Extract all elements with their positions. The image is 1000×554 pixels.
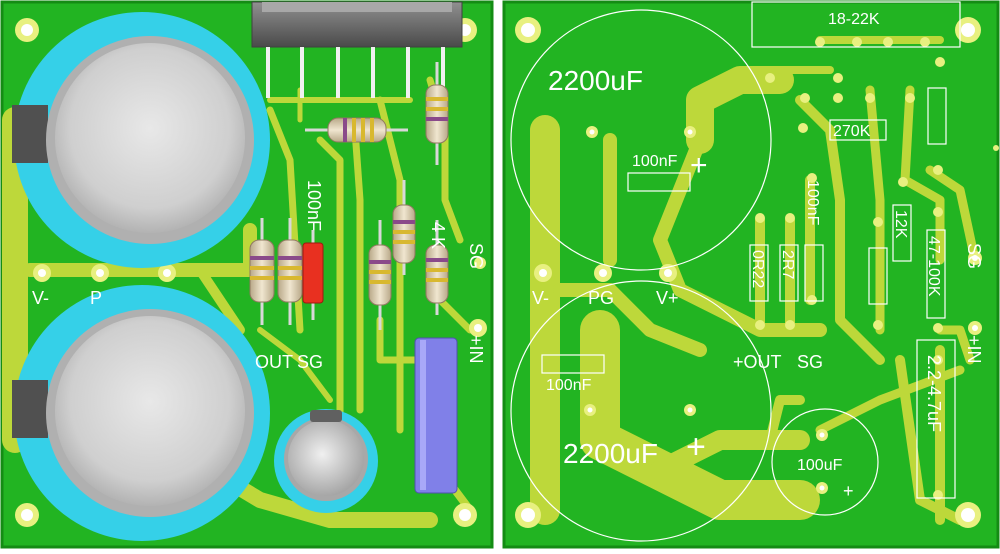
left-label-v-minus: V- bbox=[32, 288, 49, 308]
silk-diode bbox=[868, 247, 888, 305]
label-in-plus: +IN bbox=[964, 335, 984, 364]
silk-cap-100nf-left bbox=[541, 354, 605, 374]
label-res-12k: 12K bbox=[892, 210, 909, 239]
label-cap-2-2-4-7uf: 2.2-4.7uF bbox=[924, 355, 944, 432]
label-v-plus: V+ bbox=[656, 288, 679, 308]
left-label-out: OUT bbox=[255, 352, 293, 372]
right-silkscreen bbox=[510, 1, 961, 542]
power-ic-package bbox=[251, 1, 463, 98]
left-label-cap-100nf: 100nF bbox=[304, 180, 324, 231]
label-cap-2200-bottom: 2200uF bbox=[563, 438, 658, 469]
right-board-layout: 2200uF 2200uF + + 100nF 100nF 18-22K 270… bbox=[502, 0, 1000, 549]
small-electrolytic-cap bbox=[274, 409, 378, 513]
label-res-47-100k: 47-100K bbox=[925, 236, 942, 297]
silk-res-2r7 bbox=[779, 244, 799, 302]
label-plus-bottom: + bbox=[686, 428, 706, 466]
left-label-sg-bottom: SG bbox=[297, 352, 323, 372]
silk-cap-100nf-vertical bbox=[804, 244, 824, 302]
label-plus-top: + bbox=[690, 149, 708, 182]
left-pads bbox=[33, 257, 487, 337]
label-cap-100nf-left: 100nF bbox=[546, 377, 592, 394]
left-board-3d: V- P OUT SG 100nF SG +IN 4 K bbox=[0, 0, 494, 549]
red-film-capacitor bbox=[302, 230, 324, 320]
label-res-2r7: 2R7 bbox=[779, 250, 796, 279]
big-electrolytic-cap-top bbox=[12, 12, 270, 268]
silk-cap-100nf-top bbox=[627, 172, 691, 192]
big-electrolytic-cap-bottom bbox=[12, 285, 270, 541]
label-res-0r22: 0R22 bbox=[749, 250, 766, 288]
label-v-minus: V- bbox=[532, 288, 549, 308]
silk-res-box bbox=[927, 87, 947, 145]
label-sg-right: SG bbox=[964, 243, 984, 269]
right-pads bbox=[534, 37, 999, 500]
label-sg-bottom: SG bbox=[797, 352, 823, 372]
label-cap-100nf-vertical: 100nF bbox=[804, 180, 821, 226]
label-cap-100uf-plus: + bbox=[843, 481, 854, 501]
left-label-pg-partial: P bbox=[90, 288, 102, 308]
label-cap-2200-top: 2200uF bbox=[548, 65, 643, 96]
silk-cap-2200-bottom bbox=[510, 280, 772, 542]
silk-res-270k bbox=[829, 119, 887, 141]
label-cap-100uf: 100uF bbox=[797, 457, 843, 474]
blue-film-capacitor bbox=[414, 337, 458, 494]
label-res-18-22k: 18-22K bbox=[828, 11, 880, 28]
silk-cap-100uf bbox=[771, 408, 879, 516]
left-label-sg-right: SG bbox=[466, 243, 486, 269]
silk-res-47-100k bbox=[926, 229, 946, 319]
silk-res-12k bbox=[892, 204, 912, 262]
label-out-plus: +OUT bbox=[733, 352, 782, 372]
label-res-270k: 270K bbox=[833, 123, 871, 140]
silk-res-0r22 bbox=[749, 244, 769, 302]
left-label-k-partial: 4 K bbox=[428, 222, 448, 249]
left-label-in-plus: +IN bbox=[466, 335, 486, 364]
silk-cap-2-2-4-7uf bbox=[916, 339, 956, 499]
label-cap-100nf-top: 100nF bbox=[632, 153, 678, 170]
right-mount-holes bbox=[515, 17, 981, 528]
silk-res-18-22k bbox=[751, 1, 961, 48]
label-pg: PG bbox=[588, 288, 614, 308]
left-resistors bbox=[249, 62, 449, 330]
silk-cap-2200-top bbox=[510, 9, 772, 271]
